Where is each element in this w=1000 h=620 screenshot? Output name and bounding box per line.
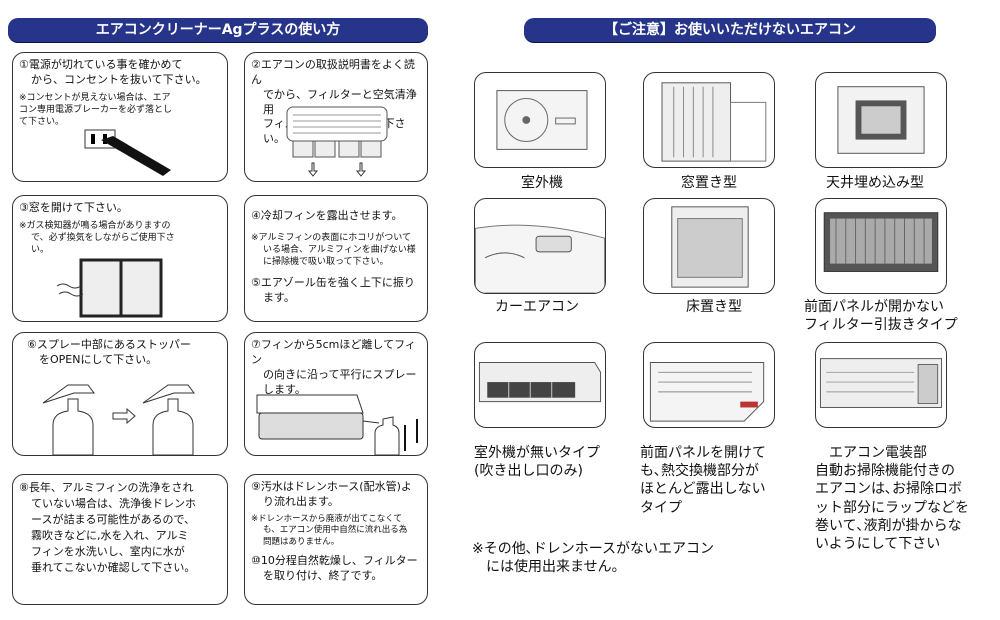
step-3: ③窓を開けて下さい。 ※ガス検知器が鳴る場合がありますので、必ず換気をしながらご… bbox=[12, 195, 228, 322]
step-1: ①電源が切れている事を確かめてから、コンセントを抜いて下さい。 ※コンセントが見… bbox=[12, 52, 228, 182]
window-illustration bbox=[56, 258, 163, 318]
step-text: ①電源が切れている事を確かめてから、コンセントを抜いて下さい。 bbox=[19, 58, 207, 86]
footnote: ※その他､ドレンホースがないエアコン には使用出来ません。 bbox=[472, 541, 715, 576]
spray-fins-illustration bbox=[256, 394, 418, 455]
caption-window-unit: 窓置き型 bbox=[681, 175, 737, 191]
window-unit-image bbox=[643, 72, 775, 168]
caution-header: 【ご注意】お使いいただけないエアコン bbox=[524, 18, 936, 42]
unexposed-exchanger-image bbox=[643, 342, 775, 428]
caption-outdoor-unit: 室外機 bbox=[521, 175, 563, 191]
caption-floor: 床置き型 bbox=[686, 299, 742, 315]
step-2: ②エアコンの取扱説明書をよく読んでから、フィルターと空気清浄用フィルターを取り外… bbox=[244, 52, 428, 182]
step-4-5: ④冷却フィンを露出させます。 ※アルミフィンの表面にホコリがついている場合、アル… bbox=[244, 195, 428, 322]
caption-vent-only: 室外機が無いタイプ(吹き出し口のみ) bbox=[474, 445, 600, 480]
step-9-10: ⑨汚水はドレンホース(配水管)より流れ出ます。 ※ドレンホースから廃液が出てこな… bbox=[244, 474, 428, 605]
step-7: ⑦フィンから5cmほど離してフィンの向きに沿って平行にスプレーします。 bbox=[244, 332, 428, 456]
caption-ceiling: 天井埋め込み型 bbox=[826, 175, 924, 191]
pull-out-filter-unit-image bbox=[815, 198, 947, 294]
caption-car: カーエアコン bbox=[495, 299, 579, 315]
step-8: ⑧長年、アルミフィンの洗浄をされていない場合は、洗浄後ドレンホースが詰まる可能性… bbox=[12, 474, 228, 605]
plug-icon bbox=[84, 129, 171, 176]
caption-unexposed: 前面パネルを開けても､熱交換機部分がほとんど露出しないタイプ bbox=[640, 445, 766, 516]
ceiling-cassette-image bbox=[815, 72, 947, 168]
caption-electrical: エアコン電装部自動お掃除機能付きのエアコンは､お掃除ロボット部分にラップなどを巻… bbox=[815, 445, 969, 552]
usage-header: エアコンクリーナーAgプラスの使い方 bbox=[8, 18, 428, 42]
spray-bottle-illustration bbox=[42, 384, 195, 455]
floor-unit-image bbox=[643, 198, 775, 294]
filter-removal-illustration bbox=[286, 106, 388, 177]
step-6: ⑥スプレー中部にあるストッパーをOPENにして下さい。 bbox=[12, 332, 228, 456]
caption-pull-out: 前面パネルが開かないフィルター引抜きタイプ bbox=[804, 299, 958, 334]
electrical-part-image bbox=[815, 342, 947, 428]
step-note: ※コンセントが見えない場合は、エアコン専用電源ブレーカーを必ず落として下さい。 bbox=[19, 92, 173, 127]
car-aircon-image bbox=[474, 198, 606, 294]
outdoor-unit-image bbox=[474, 72, 606, 168]
vent-only-unit-image bbox=[474, 342, 606, 428]
